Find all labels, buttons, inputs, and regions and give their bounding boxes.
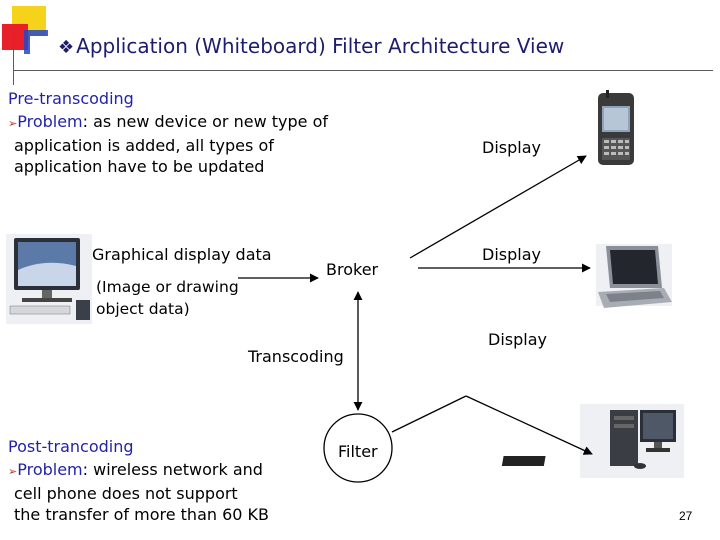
slide-title-text: Application (Whiteboard) Filter Architec… [76, 34, 565, 58]
display-label-pc: Display [488, 330, 547, 349]
post-problem-line-3: the transfer of more than 60 KB [14, 505, 270, 524]
arrow-filter-to-pc [465, 395, 593, 455]
post-problem-line-1: : wireless network and [82, 460, 263, 479]
filter-label: Filter [338, 442, 378, 461]
page-number: 27 [679, 509, 693, 523]
line-filter-to-branch [391, 395, 467, 433]
arrow-bullet-icon: ➢ [8, 117, 18, 130]
pre-problem-line-3: application have to be updated [14, 157, 265, 176]
post-problem-text: ➢Problem: wireless network and cell phon… [8, 459, 328, 526]
pre-problem-label: Problem [17, 112, 83, 131]
post-transcoding-heading: Post-trancoding [8, 437, 134, 456]
corner-decoration-white [30, 36, 50, 56]
filter-node [323, 413, 393, 483]
display-label-pda: Display [482, 138, 541, 157]
slide-title: ❖Application (Whiteboard) Filter Archite… [58, 34, 564, 58]
pre-transcoding-heading: Pre-transcoding [8, 89, 134, 108]
image-data-line-2: object data) [96, 300, 190, 318]
post-problem-line-2: cell phone does not support [14, 483, 238, 503]
title-vertical-rule [13, 30, 14, 85]
broker-label: Broker [326, 260, 379, 279]
transcoding-label: Transcoding [248, 347, 344, 366]
arrow-broker-to-pda [409, 155, 587, 259]
arrow-bullet-icon: ➢ [8, 465, 18, 478]
post-problem-label: Problem [17, 460, 83, 479]
pc-tower-icon [501, 404, 684, 478]
graphical-display-data-label: Graphical display data [92, 245, 272, 264]
desktop-computer-icon [6, 234, 92, 324]
title-underline-rule [13, 70, 713, 71]
diamond-bullet-icon: ❖ [58, 37, 75, 58]
pre-problem-text: ➢Problem: as new device or new type of a… [8, 111, 378, 178]
pda-phone-icon [598, 90, 634, 165]
display-label-laptop: Display [482, 245, 541, 264]
pre-problem-line-1: : as new device or new type of [82, 112, 328, 131]
corner-decoration-red [2, 24, 28, 50]
image-data-label: (Image or drawing object data) [96, 276, 239, 320]
laptop-icon [596, 244, 672, 308]
pre-problem-line-2: application is added, all types of [14, 135, 274, 155]
image-data-line-1: (Image or drawing [96, 278, 239, 296]
